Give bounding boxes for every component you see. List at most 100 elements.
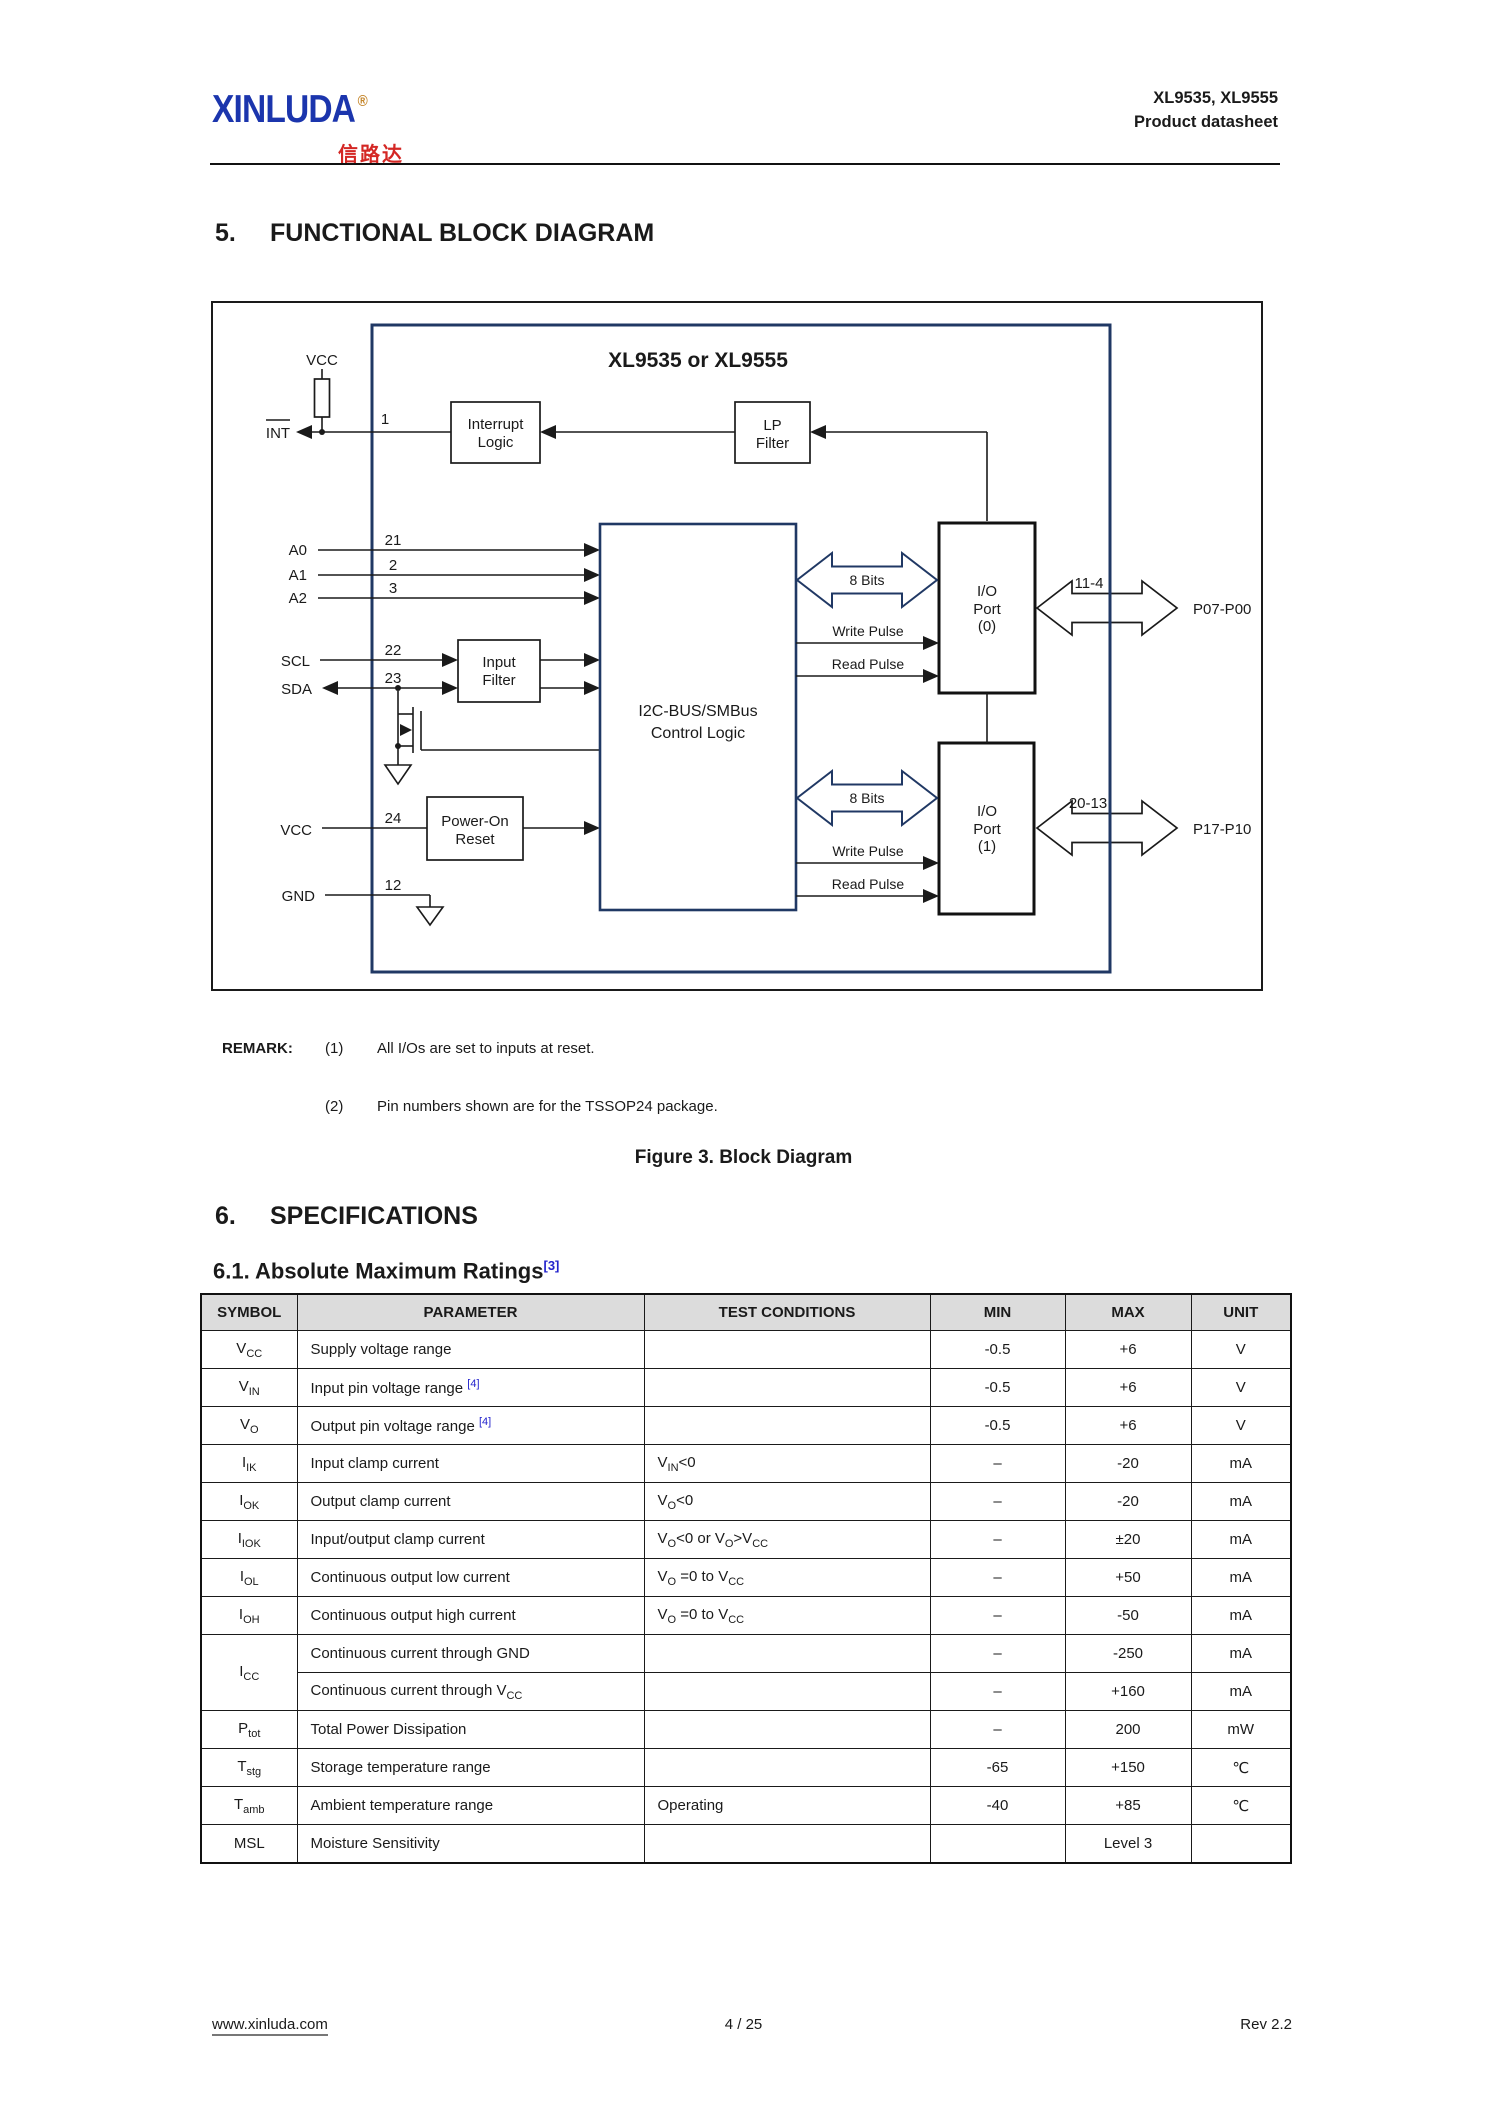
bus8-arrow-port1 [795,768,939,828]
symbol-cell: IOH [200,1596,298,1635]
param-cell: Output pin voltage range [4] [296,1406,645,1445]
param-cell: Storage temperature range [296,1748,645,1787]
a0-label: A0 [289,542,307,559]
section6-title: SPECIFICATIONS [270,1202,478,1230]
section6-heading: 6. SPECIFICATIONS [215,1202,478,1231]
max-cell: +150 [1064,1748,1192,1787]
min-cell [929,1824,1066,1864]
unit-cell: mA [1190,1520,1292,1559]
col-test-conditions: TEST CONDITIONS [643,1293,931,1331]
cond-cell [643,1748,931,1787]
max-cell: +6 [1064,1330,1192,1369]
symbol-cell: IIK [200,1444,298,1483]
scl-label: SCL [281,653,310,670]
min-cell: -0.5 [929,1368,1066,1407]
lp-filter-label: Filter [756,435,789,452]
section61-heading: 6.1. Absolute Maximum Ratings[3] [213,1258,559,1284]
param-cell: Continuous output low current [296,1558,645,1597]
read-pulse-label: Read Pulse [832,656,905,672]
min-cell: – [929,1710,1066,1749]
max-cell: -250 [1064,1634,1192,1673]
sda-label: SDA [281,681,312,698]
remark-label: REMARK: [222,1040,293,1057]
pin-int: 1 [381,411,389,428]
col-parameter: PARAMETER [296,1293,645,1331]
lp-filter-label: LP [763,417,781,434]
port1-pins-label: 20-13 [1069,795,1107,812]
unit-cell: mA [1190,1596,1292,1635]
min-cell: – [929,1672,1066,1711]
cond-cell [643,1368,931,1407]
port0-range-label: P07-P00 [1193,601,1251,618]
unit-cell: mA [1190,1444,1292,1483]
company-logo: XINLUDA® [212,88,368,132]
max-cell: +6 [1064,1406,1192,1445]
interrupt-logic-label: Interrupt [468,416,525,433]
pin-sda: 23 [385,670,402,687]
doc-title-type: Product datasheet [1134,113,1278,131]
doc-title-products: XL9535, XL9555 [1153,89,1278,107]
param-cell: Input clamp current [296,1444,645,1483]
symbol-cell: IOK [200,1482,298,1521]
remark-item-text: Pin numbers shown are for the TSSOP24 pa… [377,1098,718,1115]
pin-scl: 22 [385,642,402,659]
min-cell: – [929,1520,1066,1559]
section6-number: 6. [215,1202,236,1230]
min-cell: – [929,1482,1066,1521]
unit-cell: mA [1190,1672,1292,1711]
vcc-label: VCC [280,822,312,839]
symbol-cell: MSL [200,1824,298,1864]
power-on-reset-label: Power-On [441,813,509,830]
unit-cell: mW [1190,1710,1292,1749]
block-diagram: XL9535 or XL9555 VCC INT 1 Interrupt Log… [211,301,1263,991]
io-port0-label: I/O [977,583,997,600]
param-cell: Supply voltage range [296,1330,645,1369]
unit-cell: mA [1190,1558,1292,1597]
unit-cell: mA [1190,1482,1292,1521]
io-port0-block [937,521,1037,695]
section61-reference: [3] [543,1258,560,1273]
min-cell: -0.5 [929,1330,1066,1369]
footer-website-link[interactable]: www.xinluda.com [212,2016,328,2036]
section61-title: 6.1. Absolute Maximum Ratings [213,1258,544,1284]
io-port1-label: (1) [978,838,996,855]
chip-boundary [370,323,1112,974]
interrupt-logic-block [450,401,541,464]
cond-cell: VO =0 to VCC [643,1558,931,1597]
max-cell: +6 [1064,1368,1192,1407]
pullup-resistor [313,378,331,418]
a2-label: A2 [289,590,307,607]
max-cell: Level 3 [1064,1824,1192,1864]
min-cell: -40 [929,1786,1066,1825]
registered-trademark-icon: ® [357,93,368,110]
min-cell: – [929,1634,1066,1673]
port0-pins-label: 11-4 [1075,575,1104,592]
pin-a2: 3 [389,580,397,597]
logo-text: XINLUDA [212,88,356,131]
unit-cell [1190,1824,1292,1864]
chip-title: XL9535 or XL9555 [608,349,788,372]
remark-item-number: (1) [325,1040,344,1057]
cond-cell: Operating [643,1786,931,1825]
sda-mosfet [383,691,600,786]
io-port1-label: Port [973,821,1001,838]
symbol-cell: IIOK [200,1520,298,1559]
min-cell: – [929,1596,1066,1635]
max-cell: -50 [1064,1596,1192,1635]
footer-page-number: 4 / 25 [724,2016,763,2033]
input-filter-label: Filter [482,672,515,689]
interrupt-logic-label: Logic [478,434,514,451]
int-arrowhead [296,425,312,439]
table-header-row: SYMBOL PARAMETER TEST CONDITIONS MIN MAX… [200,1293,1292,1331]
ground-symbol [383,764,413,786]
param-cell: Continuous current through VCC [296,1672,645,1711]
pin-a0: 21 [385,532,402,549]
